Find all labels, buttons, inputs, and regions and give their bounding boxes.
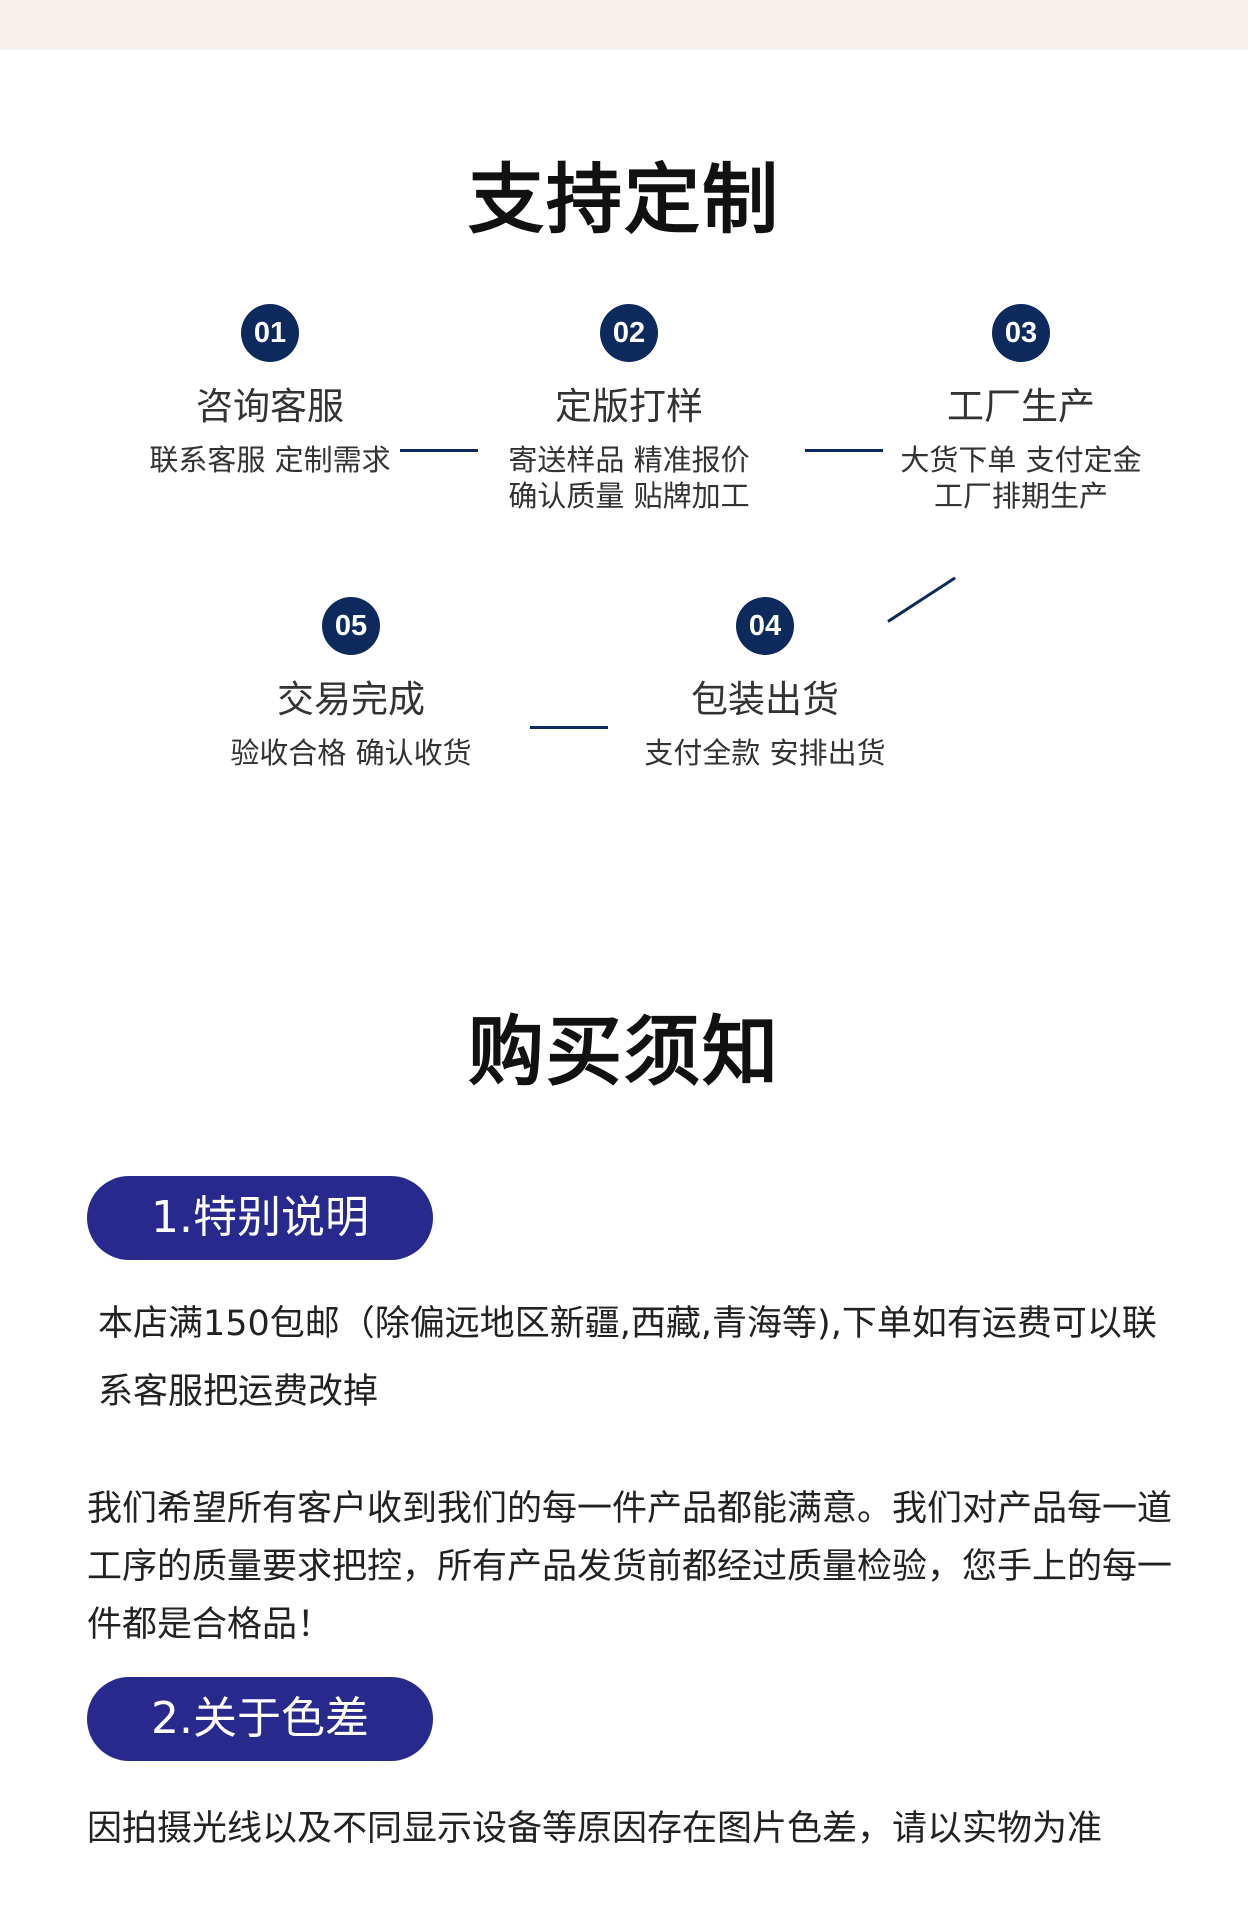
section-pill-color: 2.关于色差 [87,1677,433,1761]
step-desc-line: 工厂排期生产 [933,479,1108,513]
step-number: 04 [736,597,794,655]
step-desc: 支付全款 安排出货 [605,735,925,771]
step-number: 01 [241,304,299,362]
step-desc-line: 确认质量 贴牌加工 [508,479,750,513]
step-number: 03 [992,304,1050,362]
top-band [0,0,1248,50]
connector-line [400,449,478,452]
step-complete: 05 交易完成 验收合格 确认收货 [191,597,511,771]
step-name: 定版打样 [555,385,703,428]
step-desc-line: 大货下单 支付定金 [900,443,1142,477]
customize-title: 支持定制 [468,155,780,244]
step-desc-line: 寄送样品 精准报价 [508,443,750,477]
step-desc: 寄送样品 精准报价 确认质量 贴牌加工 [469,442,789,514]
step-desc: 大货下单 支付定金 工厂排期生产 [861,442,1181,514]
step-desc-line: 联系客服 定制需求 [149,443,391,477]
step-name: 交易完成 [277,678,425,721]
shipping-note: 本店满150包邮（除偏远地区新疆,西藏,青海等),下单如有运费可以联系客服把运费… [98,1304,1157,1412]
step-desc: 验收合格 确认收货 [191,735,511,771]
step-name: 咨询客服 [196,385,344,428]
step-desc: 联系客服 定制需求 [110,442,430,478]
step-name: 包装出货 [691,678,839,721]
step-consult: 01 咨询客服 联系客服 定制需求 [110,304,430,478]
step-number: 02 [600,304,658,362]
section-pill-special: 1.特别说明 [87,1176,433,1260]
color-note: 因拍摄光线以及不同显示设备等原因存在图片色差，请以实物为准 [87,1809,1103,1849]
step-desc-line: 验收合格 确认收货 [230,736,472,770]
notice-title: 购买须知 [468,1007,780,1096]
step-number: 05 [322,597,380,655]
step-packing: 04 包装出货 支付全款 安排出货 [605,597,925,771]
connector-line [805,449,883,452]
connector-line [530,726,608,729]
quality-note: 我们希望所有客户收到我们的每一件产品都能满意。我们对产品每一道工序的质量要求把控… [87,1489,1173,1645]
step-sample: 02 定版打样 寄送样品 精准报价 确认质量 贴牌加工 [469,304,789,514]
step-production: 03 工厂生产 大货下单 支付定金 工厂排期生产 [861,304,1181,514]
step-name: 工厂生产 [947,385,1095,428]
step-desc-line: 支付全款 安排出货 [644,736,886,770]
